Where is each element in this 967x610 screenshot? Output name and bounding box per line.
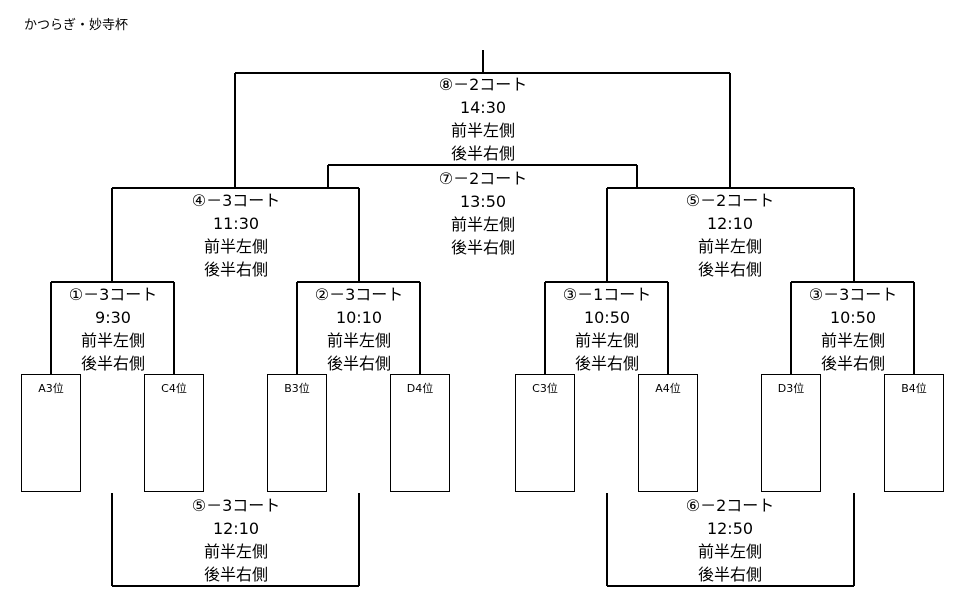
- match-consolation-left: ⑤－3コート 12:10 前半左側 後半右側: [151, 494, 321, 586]
- match-time: 10:10: [335, 308, 383, 327]
- match-first-half: 前半左側: [450, 215, 515, 234]
- match-time: 9:30: [95, 308, 131, 327]
- match-time: 12:10: [706, 214, 754, 233]
- match-court: ⑦－2コート: [438, 169, 528, 188]
- match-third-place: ⑦－2コート 13:50 前半左側 後半右側: [398, 167, 568, 259]
- match-court: ⑤－3コート: [191, 496, 281, 515]
- match-second-half: 後半右側: [697, 260, 762, 279]
- match-second-half: 後半右側: [203, 260, 268, 279]
- match-time: 12:10: [212, 519, 260, 538]
- match-time: 12:50: [706, 519, 754, 538]
- seat-box: D4位: [390, 374, 450, 492]
- match-second-half: 後半右側: [80, 354, 145, 373]
- match-final: ⑧－2コート 14:30 前半左側 後半右側: [398, 73, 568, 165]
- tournament-title: かつらぎ・妙寺杯: [24, 18, 129, 33]
- match-second-half: 後半右側: [574, 354, 639, 373]
- match-time: 10:50: [829, 308, 877, 327]
- match-second-half: 後半右側: [820, 354, 885, 373]
- match-first-half: 前半左側: [450, 121, 515, 140]
- match-first-half: 前半左側: [80, 331, 145, 350]
- match-second-half: 後半右側: [450, 144, 515, 163]
- match-first-half: 前半左側: [203, 237, 268, 256]
- match-court: ②－3コート: [314, 285, 404, 304]
- seat-box: A4位: [638, 374, 698, 492]
- match-time: 14:30: [459, 98, 507, 117]
- match-court: ⑧－2コート: [438, 75, 528, 94]
- match-first-half: 前半左側: [326, 331, 391, 350]
- match-time: 11:30: [212, 214, 260, 233]
- match-quarterfinal-2: ②－3コート 10:10 前半左側 後半右側: [274, 283, 444, 375]
- match-court: ①－3コート: [68, 285, 158, 304]
- seat-box: D3位: [761, 374, 821, 492]
- match-second-half: 後半右側: [326, 354, 391, 373]
- seat-box: B4位: [884, 374, 944, 492]
- match-first-half: 前半左側: [697, 237, 762, 256]
- match-quarterfinal-1: ①－3コート 9:30 前半左側 後半右側: [28, 283, 198, 375]
- match-quarterfinal-4: ③－3コート 10:50 前半左側 後半右側: [768, 283, 938, 375]
- seat-box: C3位: [515, 374, 575, 492]
- seat-box: A3位: [21, 374, 81, 492]
- seat-box: C4位: [144, 374, 204, 492]
- match-semifinal-left: ④－3コート 11:30 前半左側 後半右側: [151, 189, 321, 281]
- match-court: ③－3コート: [808, 285, 898, 304]
- seat-box: B3位: [267, 374, 327, 492]
- match-court: ⑥－2コート: [685, 496, 775, 515]
- match-first-half: 前半左側: [203, 542, 268, 561]
- match-first-half: 前半左側: [574, 331, 639, 350]
- match-consolation-right: ⑥－2コート 12:50 前半左側 後半右側: [645, 494, 815, 586]
- match-first-half: 前半左側: [820, 331, 885, 350]
- match-time: 13:50: [459, 192, 507, 211]
- match-time: 10:50: [583, 308, 631, 327]
- match-semifinal-right: ⑤－2コート 12:10 前半左側 後半右側: [645, 189, 815, 281]
- match-first-half: 前半左側: [697, 542, 762, 561]
- match-second-half: 後半右側: [203, 565, 268, 584]
- match-second-half: 後半右側: [697, 565, 762, 584]
- match-second-half: 後半右側: [450, 238, 515, 257]
- match-quarterfinal-3: ③－1コート 10:50 前半左側 後半右側: [522, 283, 692, 375]
- match-court: ③－1コート: [562, 285, 652, 304]
- match-court: ④－3コート: [191, 191, 281, 210]
- match-court: ⑤－2コート: [685, 191, 775, 210]
